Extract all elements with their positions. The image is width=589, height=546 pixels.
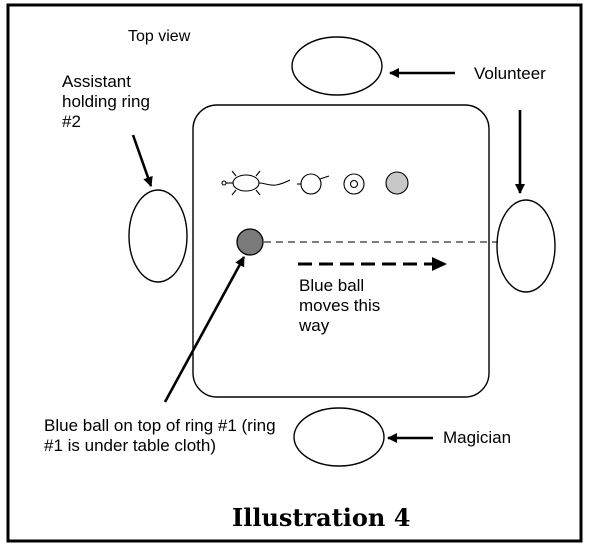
ball-moves-label: Blue ball moves this way <box>299 276 381 335</box>
volunteer-label: Volunteer <box>474 64 546 83</box>
magician-seat <box>293 407 385 467</box>
table <box>192 104 490 398</box>
direction-arrow-head <box>432 257 447 271</box>
assistant-label: Assistant holding ring #2 <box>62 72 150 131</box>
top-view-label: Top view <box>128 28 191 45</box>
blue-ball-arrow <box>163 256 246 403</box>
turtle-icon <box>221 170 291 196</box>
illustration-title: Illustration 4 <box>232 503 411 532</box>
right-seat <box>496 199 556 293</box>
open-ring-icon <box>297 173 330 195</box>
volunteer-seat <box>291 36 383 96</box>
assistant-arrow <box>131 134 153 187</box>
gray-ball-icon <box>385 171 409 195</box>
blue-ball-note-label: Blue ball on top of ring #1 (ring #1 is … <box>44 416 276 455</box>
assistant-seat <box>128 189 188 283</box>
blue-ball <box>236 228 264 256</box>
outer-border <box>6 3 583 543</box>
target-ring-icon <box>343 173 365 195</box>
magician-label: Magician <box>443 428 512 447</box>
